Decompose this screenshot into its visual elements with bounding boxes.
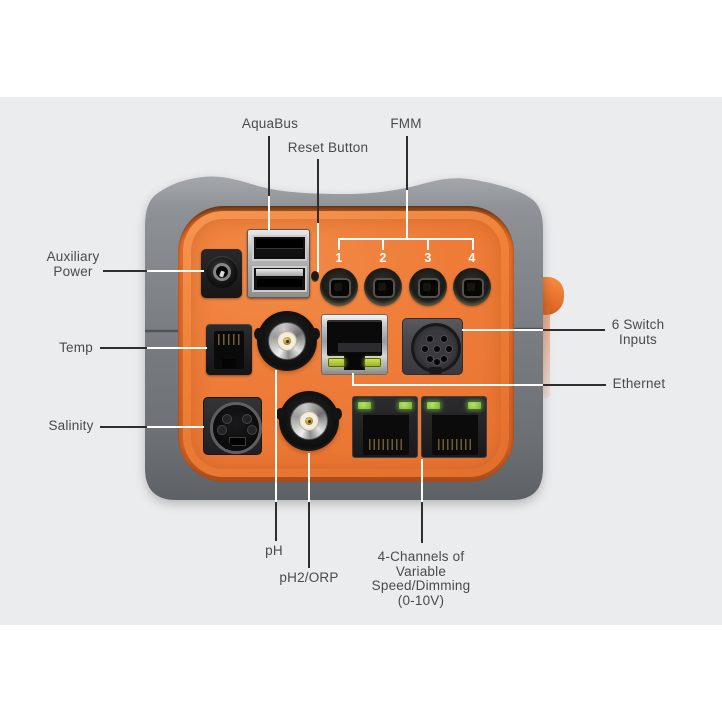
label-fmm: FMM <box>390 116 422 131</box>
fmm-bracket-stub-1 <box>338 238 340 250</box>
callout-line-channels <box>421 500 423 543</box>
fmm-bracket <box>338 238 474 240</box>
fmm-bracket-stub-4 <box>472 238 474 250</box>
callout-line-fmm <box>406 136 408 190</box>
callout-line-auxiliary-power <box>103 270 147 272</box>
rj45-led <box>426 401 441 410</box>
mounting-tab-shadow <box>543 306 550 398</box>
callout-line-ethernet-inner <box>352 384 543 386</box>
fmm-bracket-stub-2 <box>382 238 384 250</box>
callout-line-ethernet <box>543 384 606 386</box>
label-auxiliary-power: Auxiliary Power <box>46 249 100 279</box>
fmm-jack <box>320 268 358 306</box>
fmm-port-1: 1 <box>320 251 358 307</box>
fmm-bracket-stub-3 <box>427 238 429 250</box>
ethernet-led-left <box>328 358 345 367</box>
fmm-jack <box>364 268 402 306</box>
callout-line-salinity-inner <box>147 426 204 428</box>
label-reset-button: Reset Button <box>287 140 369 155</box>
fmm-port-number: 2 <box>379 251 387 265</box>
ethernet-rj45-port <box>321 314 388 375</box>
callout-line-auxiliary-power-inner <box>147 270 204 272</box>
switch-inputs-din-port <box>402 318 463 375</box>
callout-line-aquabus-inner <box>268 196 270 230</box>
callout-line-ph <box>275 500 277 541</box>
callout-line-aquabus <box>268 136 270 196</box>
callout-line-fmm-stem <box>406 190 408 240</box>
variable-speed-rj45-port-1 <box>352 396 418 458</box>
ph-bnc-port <box>254 311 320 371</box>
label-salinity: Salinity <box>48 418 94 433</box>
fmm-port-3: 3 <box>409 251 447 307</box>
callout-line-temp-inner <box>147 347 207 349</box>
fmm-port-2: 2 <box>364 251 402 307</box>
callout-line-switch-inputs-inner <box>462 329 543 331</box>
fmm-jack <box>409 268 447 306</box>
aquabus-usb-port-1 <box>252 235 307 261</box>
fmm-port-number: 3 <box>424 251 432 265</box>
callout-line-salinity <box>100 426 147 428</box>
fmm-port-4: 4 <box>453 251 491 307</box>
callout-line-reset <box>317 159 319 223</box>
rj45-led <box>398 401 413 410</box>
ethernet-led-right <box>364 358 381 367</box>
salinity-din-port <box>203 397 262 455</box>
temp-rj11-port <box>206 324 252 375</box>
label-ph: pH <box>265 543 283 558</box>
callout-line-temp <box>100 347 147 349</box>
ph2-orp-bnc-port <box>276 391 342 451</box>
label-aquabus: AquaBus <box>241 116 299 131</box>
fmm-jack <box>453 268 491 306</box>
callout-line-ph-inner <box>275 370 277 502</box>
variable-speed-rj45-port-2 <box>421 396 487 458</box>
callout-line-channels-inner <box>421 459 423 502</box>
callout-line-ethernet-elbow <box>352 373 354 386</box>
label-ethernet: Ethernet <box>612 376 666 391</box>
fmm-port-number: 4 <box>468 251 476 265</box>
aquabus-usb-ports <box>247 229 310 298</box>
aquabus-usb-port-2 <box>252 266 307 292</box>
barrel-connector <box>206 256 238 288</box>
rj45-led <box>357 401 372 410</box>
callout-line-reset-inner <box>317 223 319 272</box>
label-channels: 4-Channels of Variable Speed/Dimming (0-… <box>371 549 471 608</box>
callout-line-ph2 <box>308 500 310 568</box>
reset-button-hole <box>311 271 319 282</box>
fmm-port-number: 1 <box>335 251 343 265</box>
label-temp: Temp <box>59 340 93 355</box>
rj45-led <box>467 401 482 410</box>
auxiliary-power-port <box>201 249 242 298</box>
label-ph2-orp: pH2/ORP <box>279 570 339 585</box>
label-switch-inputs: 6 Switch Inputs <box>611 317 665 347</box>
callout-line-switch-inputs <box>543 329 605 331</box>
callout-line-ph2-inner <box>308 453 310 502</box>
